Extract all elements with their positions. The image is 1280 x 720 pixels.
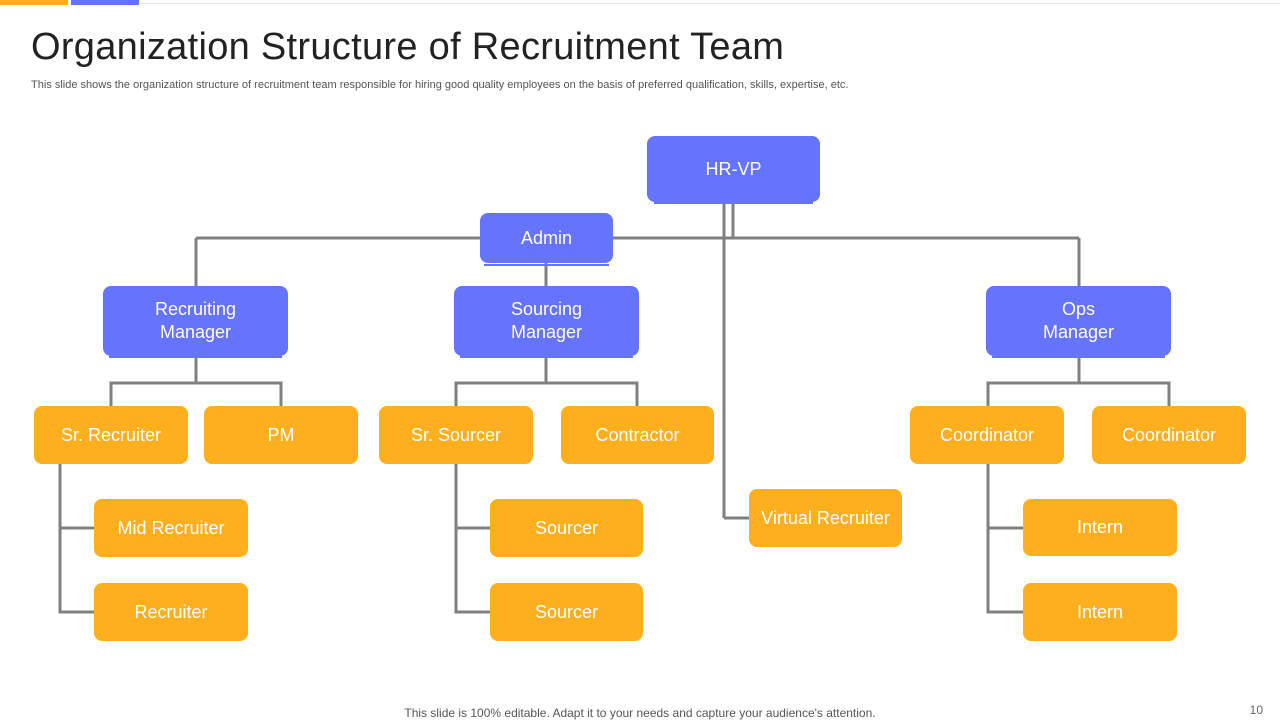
node-recruiter: Recruiter bbox=[94, 583, 248, 641]
node-admin: Admin bbox=[480, 213, 613, 263]
node-sourcing-manager-underline bbox=[460, 356, 633, 358]
accent-bar-orange bbox=[0, 0, 68, 5]
node-intern-1: Intern bbox=[1023, 499, 1177, 556]
slide-footer: This slide is 100% editable. Adapt it to… bbox=[404, 706, 876, 720]
node-recruiting-manager-underline bbox=[109, 356, 282, 358]
node-virtual-recruiter: Virtual Recruiter bbox=[749, 489, 902, 547]
slide-title: Organization Structure of Recruitment Te… bbox=[31, 26, 785, 68]
node-coordinator-2: Coordinator bbox=[1092, 406, 1246, 464]
node-sourcing-manager: Sourcing Manager bbox=[454, 286, 639, 356]
accent-bar-blue bbox=[71, 0, 139, 5]
connector-intern-2 bbox=[986, 463, 1023, 614]
top-accent-bar bbox=[0, 0, 1280, 5]
node-coordinator-1: Coordinator bbox=[910, 406, 1064, 464]
node-sr-recruiter: Sr. Recruiter bbox=[34, 406, 188, 464]
node-mid-recruiter: Mid Recruiter bbox=[94, 499, 248, 557]
page-number: 10 bbox=[1249, 703, 1263, 717]
slide-subtitle: This slide shows the organization struct… bbox=[31, 79, 849, 91]
connector-recruiter bbox=[58, 463, 95, 614]
connector-sr-recruiter bbox=[109, 356, 198, 407]
connector-sr-sourcer bbox=[454, 356, 548, 407]
node-sr-sourcer: Sr. Sourcer bbox=[379, 406, 533, 464]
node-ops-manager-underline bbox=[992, 356, 1165, 358]
node-sourcer-1: Sourcer bbox=[490, 499, 643, 557]
node-ops-manager: Ops Manager bbox=[986, 286, 1171, 356]
node-contractor: Contractor bbox=[561, 406, 714, 464]
node-intern-2: Intern bbox=[1023, 583, 1177, 641]
node-sourcer-2: Sourcer bbox=[490, 583, 643, 641]
connector-contractor bbox=[546, 381, 639, 407]
connector-coordinator-1 bbox=[986, 356, 1081, 407]
connector-coordinator-2 bbox=[1079, 381, 1171, 407]
node-pm: PM bbox=[204, 406, 358, 464]
node-recruiting-manager: Recruiting Manager bbox=[103, 286, 288, 356]
connector-sourcer-2 bbox=[454, 463, 491, 614]
node-hr-vp-underline bbox=[654, 202, 813, 204]
connector-pm bbox=[196, 381, 283, 407]
header-rule bbox=[140, 3, 1280, 4]
node-admin-underline bbox=[484, 264, 609, 266]
node-hr-vp: HR-VP bbox=[647, 136, 820, 202]
